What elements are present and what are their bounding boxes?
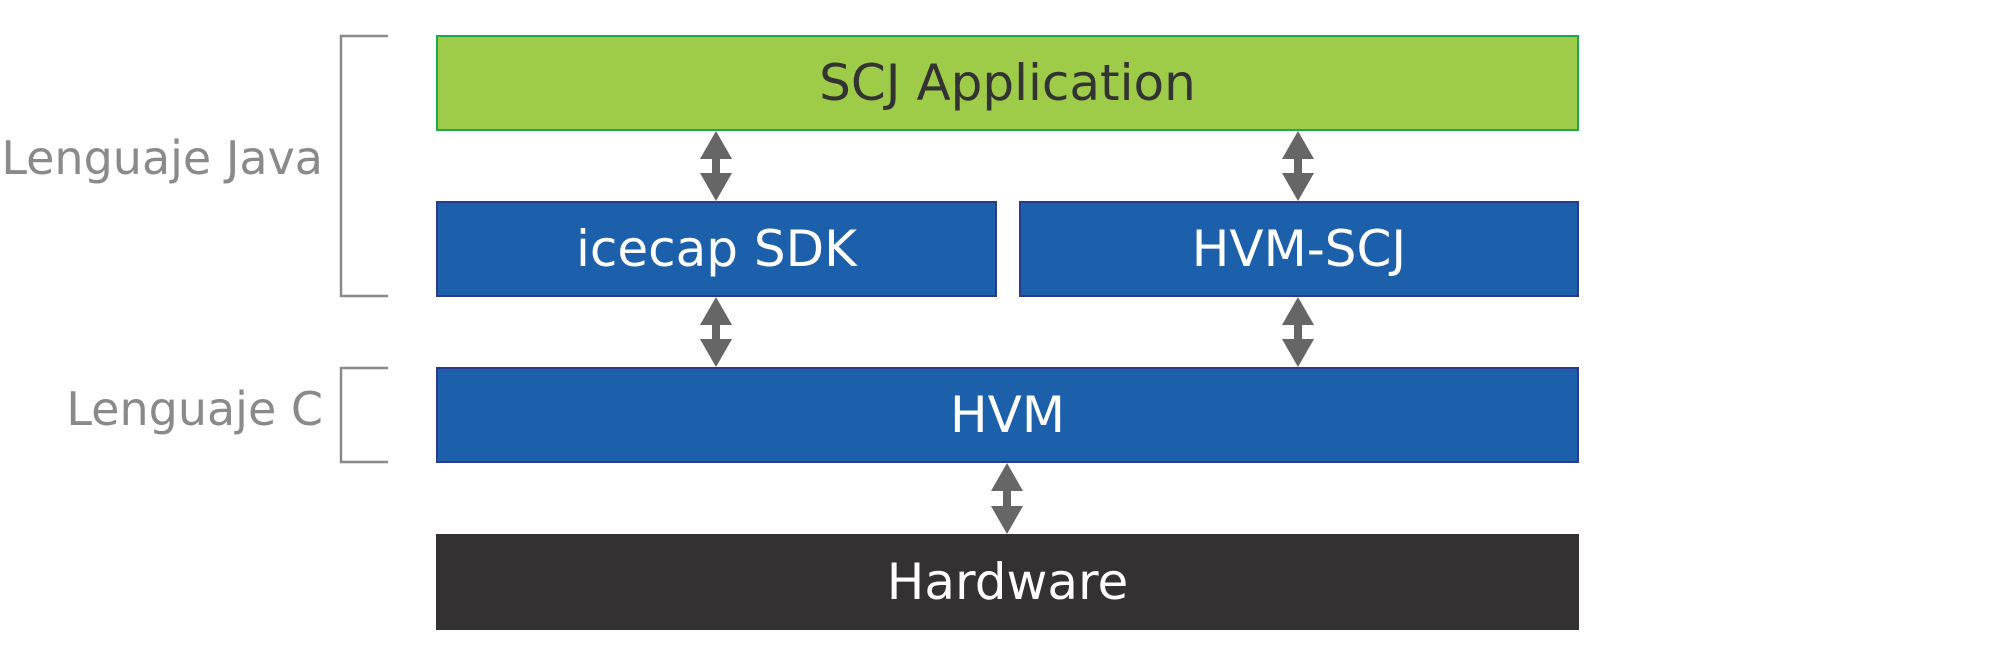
- java-bracket: [339, 34, 388, 298]
- hardware-layer: Hardware: [436, 534, 1579, 630]
- c-language-label: Lenguaje C: [66, 382, 323, 436]
- java-language-label: Lenguaje Java: [1, 131, 323, 185]
- icecap-sdk-label: icecap SDK: [576, 220, 857, 278]
- arrow-hvm-hardware: [991, 463, 1023, 534]
- arrow-sdk-hvm: [700, 297, 732, 367]
- arrow-app-sdk: [700, 131, 732, 201]
- icecap-sdk-layer: icecap SDK: [436, 201, 997, 297]
- c-bracket: [339, 366, 388, 464]
- hvm-label: HVM: [950, 386, 1065, 444]
- arrow-hvmscj-hvm: [1282, 297, 1314, 367]
- hardware-label: Hardware: [886, 553, 1129, 611]
- hvm-scj-layer: HVM-SCJ: [1019, 201, 1579, 297]
- scj-application-label: SCJ Application: [819, 54, 1196, 112]
- hvm-scj-label: HVM-SCJ: [1191, 220, 1407, 278]
- scj-application-layer: SCJ Application: [436, 35, 1579, 131]
- hvm-layer: HVM: [436, 367, 1579, 463]
- arrow-app-hvmscj: [1282, 131, 1314, 201]
